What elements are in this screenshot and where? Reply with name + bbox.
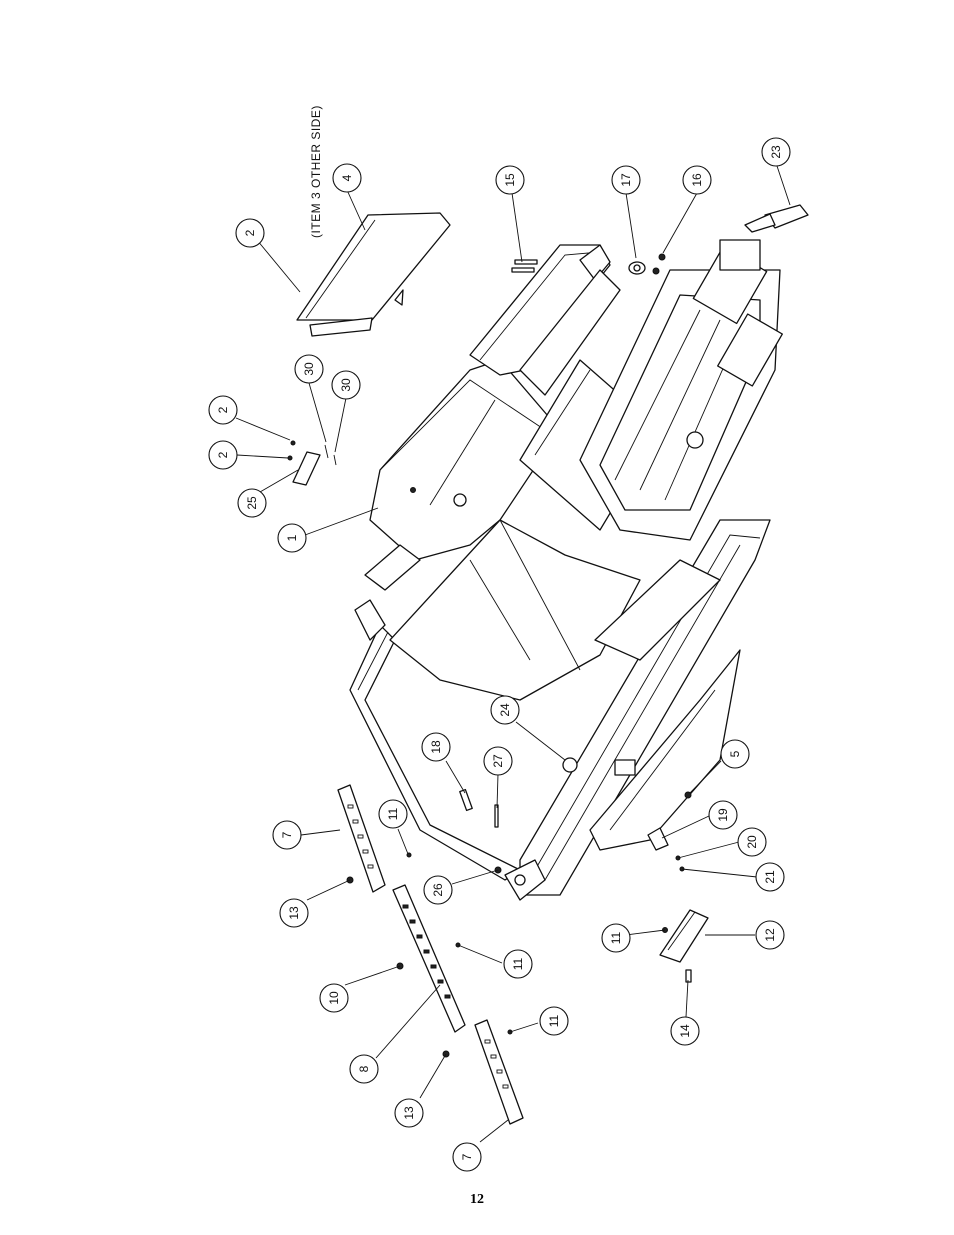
callout-14: 14 — [670, 1016, 700, 1046]
small-plate — [287, 440, 337, 486]
callout-21: 21 — [755, 862, 785, 892]
callout-7: 7 — [272, 820, 302, 850]
svg-text:4: 4 — [340, 174, 354, 181]
svg-text:8: 8 — [357, 1065, 371, 1072]
svg-text:2: 2 — [216, 406, 230, 413]
main-frame-assembly — [349, 239, 783, 901]
svg-text:24: 24 — [498, 703, 512, 717]
callout-17: 17 — [611, 165, 641, 195]
callout-30: 30 — [331, 370, 361, 400]
svg-text:14: 14 — [678, 1024, 692, 1038]
callout-24: 24 — [490, 695, 520, 725]
callout-8: 8 — [349, 1054, 379, 1084]
callout-2: 2 — [208, 395, 238, 425]
callout-30: 30 — [294, 354, 324, 384]
callout-13: 13 — [279, 898, 309, 928]
callout-7: 7 — [452, 1142, 482, 1172]
lower-right-hardware — [459, 788, 709, 983]
svg-text:26: 26 — [431, 883, 445, 897]
callout-19: 19 — [708, 800, 738, 830]
wear-strips — [337, 784, 524, 1125]
callout-11: 11 — [539, 1006, 569, 1036]
svg-text:17: 17 — [619, 173, 633, 187]
right-hardware — [511, 204, 809, 275]
svg-text:30: 30 — [302, 362, 316, 376]
callout-13: 13 — [394, 1098, 424, 1128]
svg-text:7: 7 — [460, 1153, 474, 1160]
callout-27: 27 — [483, 746, 513, 776]
svg-text:27: 27 — [491, 754, 505, 768]
callout-11: 11 — [378, 799, 408, 829]
svg-text:2: 2 — [243, 229, 257, 236]
page-number: 12 — [470, 1192, 484, 1207]
svg-text:19: 19 — [716, 808, 730, 822]
svg-text:7: 7 — [280, 831, 294, 838]
callout-20: 20 — [737, 827, 767, 857]
svg-text:11: 11 — [511, 957, 525, 970]
callout-4: 4 — [332, 163, 362, 193]
callout-26: 26 — [423, 875, 453, 905]
svg-text:12: 12 — [763, 928, 777, 942]
callout-2: 2 — [208, 440, 238, 470]
callout-balloons: 2 4 15 17 16 23 30 30 — [208, 137, 791, 1172]
top-cover-plate — [296, 212, 451, 337]
callout-11: 11 — [503, 949, 533, 979]
diagram-note: (ITEM 3 OTHER SIDE) — [309, 105, 323, 238]
svg-text:16: 16 — [690, 173, 704, 187]
svg-text:30: 30 — [339, 378, 353, 392]
callout-18: 18 — [421, 732, 451, 762]
svg-text:13: 13 — [402, 1106, 416, 1120]
svg-text:1: 1 — [285, 534, 299, 541]
svg-text:23: 23 — [769, 145, 783, 159]
callout-12: 12 — [755, 920, 785, 950]
callout-15: 15 — [495, 165, 525, 195]
callout-25: 25 — [237, 488, 267, 518]
svg-text:10: 10 — [327, 991, 341, 1005]
svg-text:11: 11 — [547, 1014, 561, 1027]
svg-text:25: 25 — [245, 496, 259, 510]
svg-text:15: 15 — [503, 173, 517, 187]
callout-2: 2 — [235, 218, 265, 248]
callout-16: 16 — [682, 165, 712, 195]
callout-5: 5 — [720, 739, 750, 769]
svg-text:18: 18 — [429, 740, 443, 754]
svg-text:13: 13 — [287, 906, 301, 920]
leader-lines — [235, 162, 791, 1143]
svg-text:5: 5 — [728, 750, 742, 757]
callout-11: 11 — [601, 923, 631, 953]
svg-text:11: 11 — [386, 807, 400, 820]
svg-text:21: 21 — [763, 870, 777, 884]
callout-1: 1 — [277, 523, 307, 553]
svg-text:11: 11 — [609, 931, 623, 944]
svg-text:20: 20 — [745, 835, 759, 849]
svg-text:2: 2 — [216, 451, 230, 458]
callout-23: 23 — [761, 137, 791, 167]
callout-10: 10 — [319, 983, 349, 1013]
